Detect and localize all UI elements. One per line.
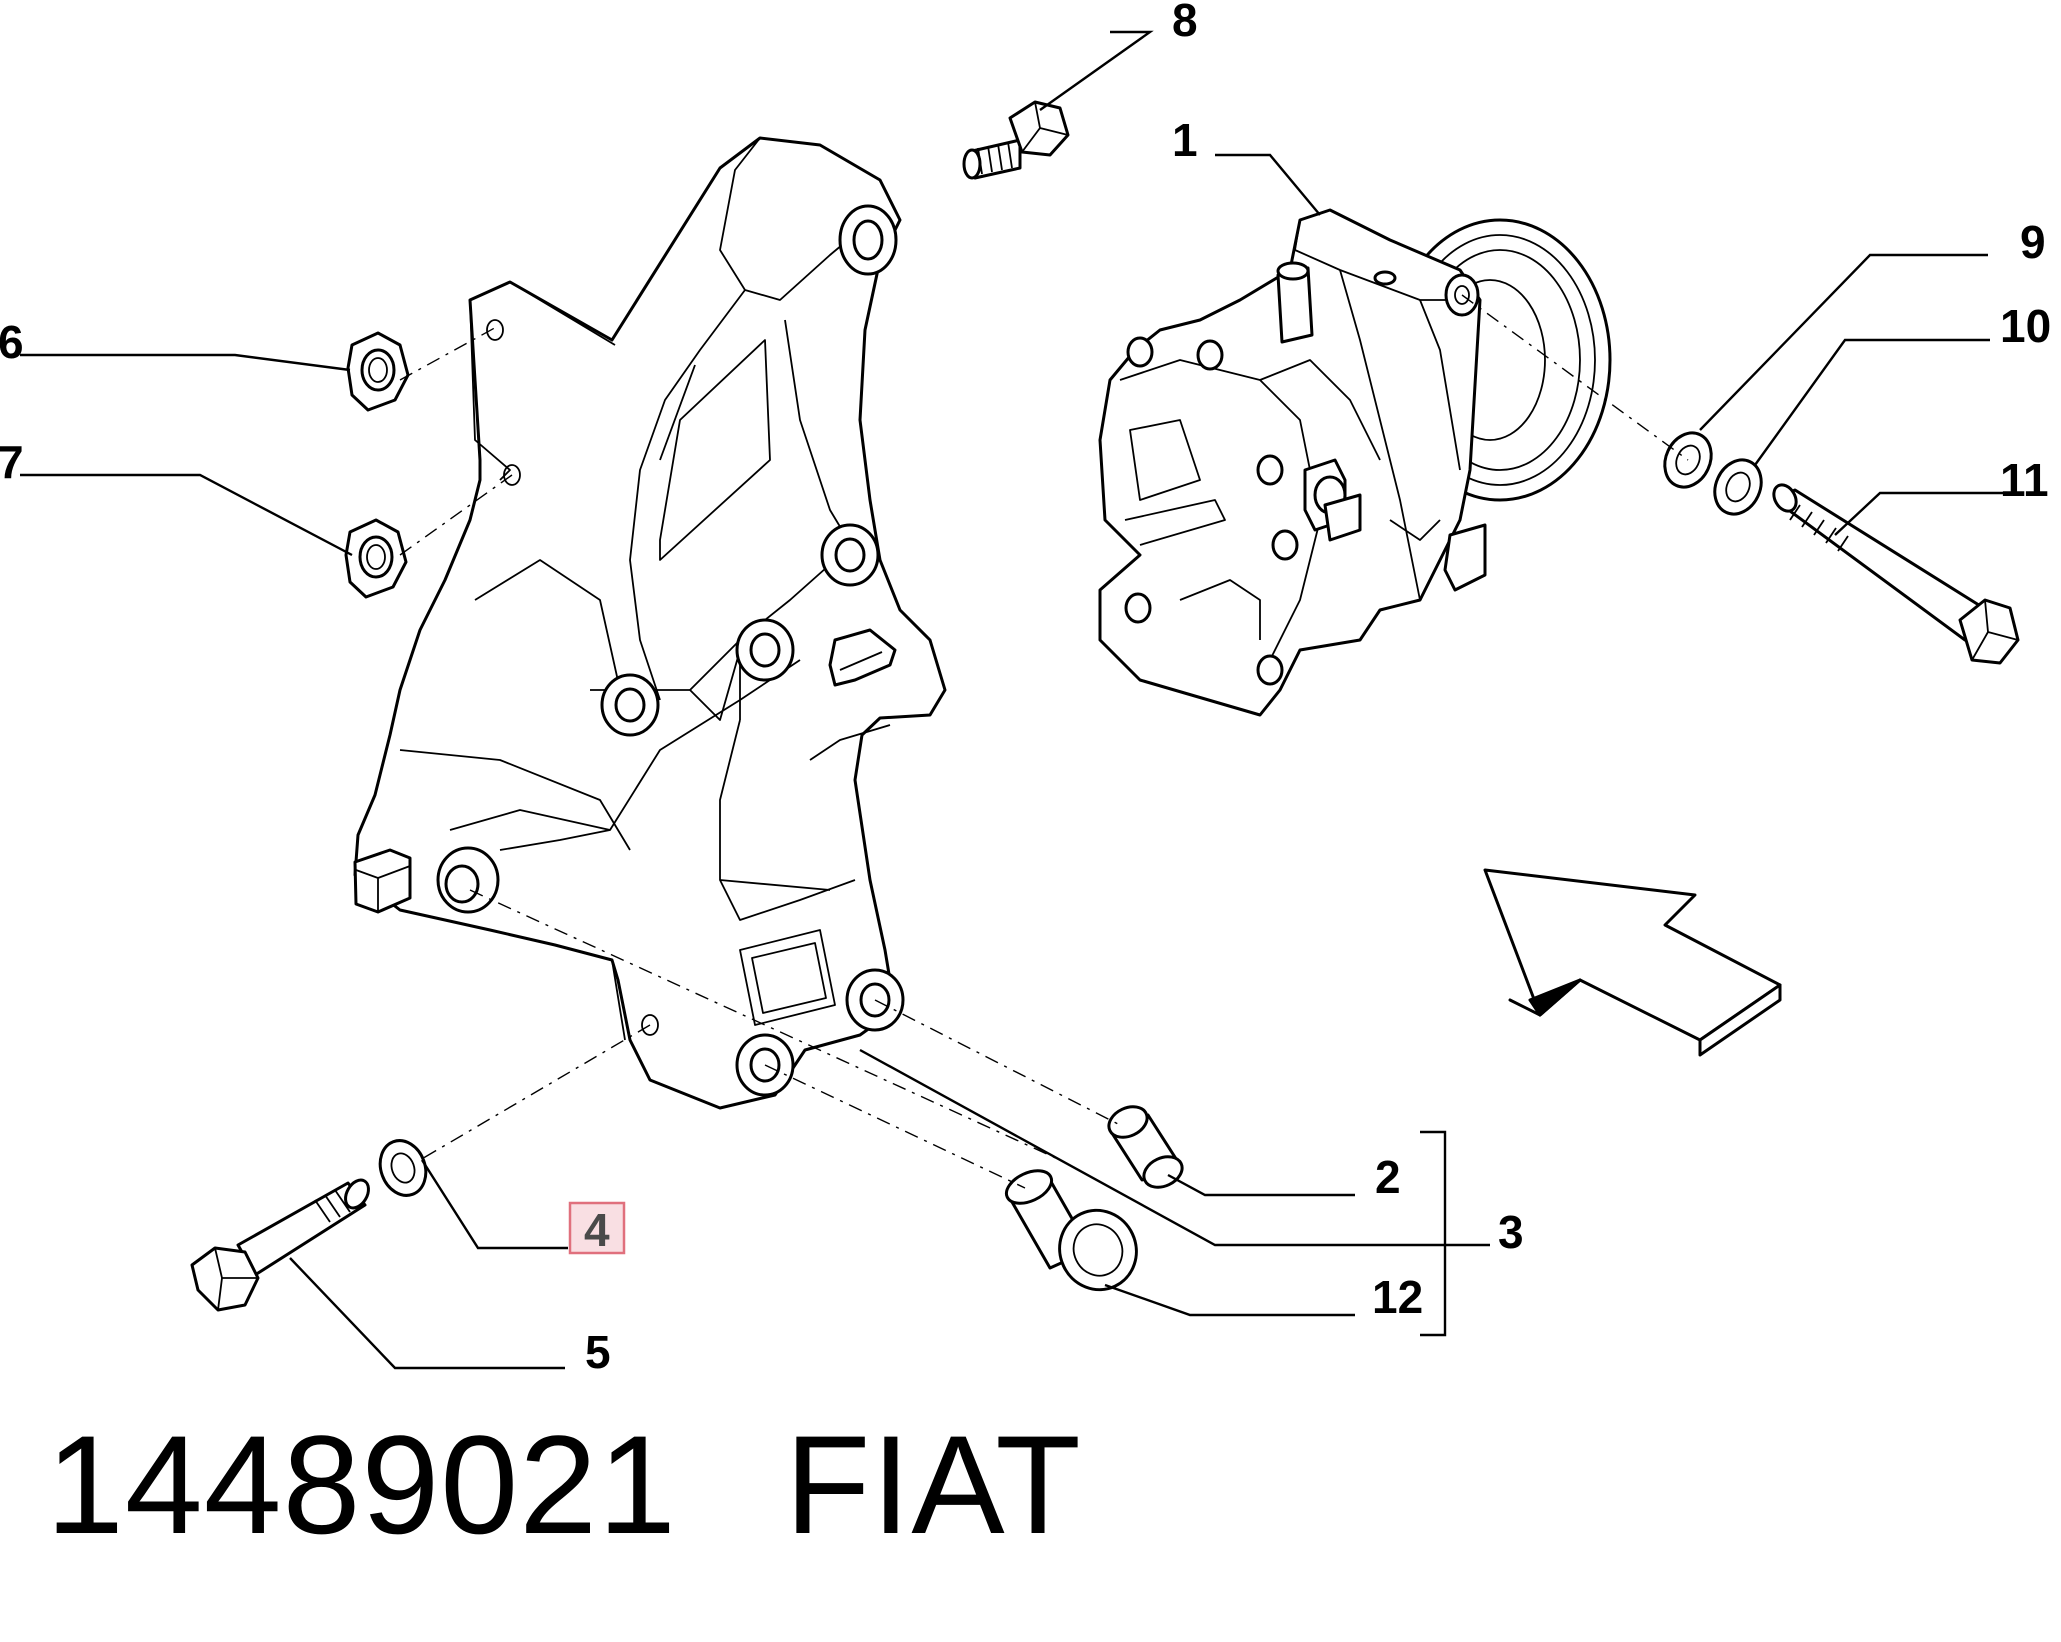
callout-1: 1 [1172, 114, 1198, 166]
callout-numbers: 1 2 3 4 5 6 7 8 9 10 11 12 [0, 0, 2051, 1378]
callout-11: 11 [2000, 454, 2049, 506]
bushing-12 [1004, 1169, 1138, 1292]
brand-name: FIAT [784, 1406, 1082, 1563]
callout-4[interactable]: 4 [584, 1204, 610, 1256]
direction-arrow [1483, 868, 1782, 1057]
callout-10: 10 [2000, 300, 2051, 352]
washer-10 [1713, 458, 1763, 516]
bolt-5 [190, 1178, 370, 1312]
washer-4 [378, 1139, 428, 1197]
callout-12: 12 [1372, 1271, 1423, 1323]
callout-8: 8 [1172, 0, 1198, 46]
bushing-2 [1107, 1105, 1184, 1189]
callout-3: 3 [1498, 1206, 1524, 1258]
callout-leader-lines [20, 30, 2005, 1370]
callout-5: 5 [585, 1326, 611, 1378]
ac-compressor [1098, 208, 1612, 717]
bolt-8 [962, 100, 1070, 180]
compressor-mounting-bracket [353, 136, 947, 1110]
bolt-11 [1772, 483, 2020, 665]
callout-7: 7 [0, 436, 24, 488]
highlight-box [568, 1201, 626, 1255]
callout-9: 9 [2020, 216, 2046, 268]
assembly-center-lines [399, 294, 1689, 1189]
nut-6 [346, 331, 410, 412]
nut-7 [344, 518, 408, 599]
part-number: 14489021 [46, 1406, 677, 1563]
callout-2: 2 [1375, 1151, 1401, 1203]
callout-6: 6 [0, 316, 24, 368]
